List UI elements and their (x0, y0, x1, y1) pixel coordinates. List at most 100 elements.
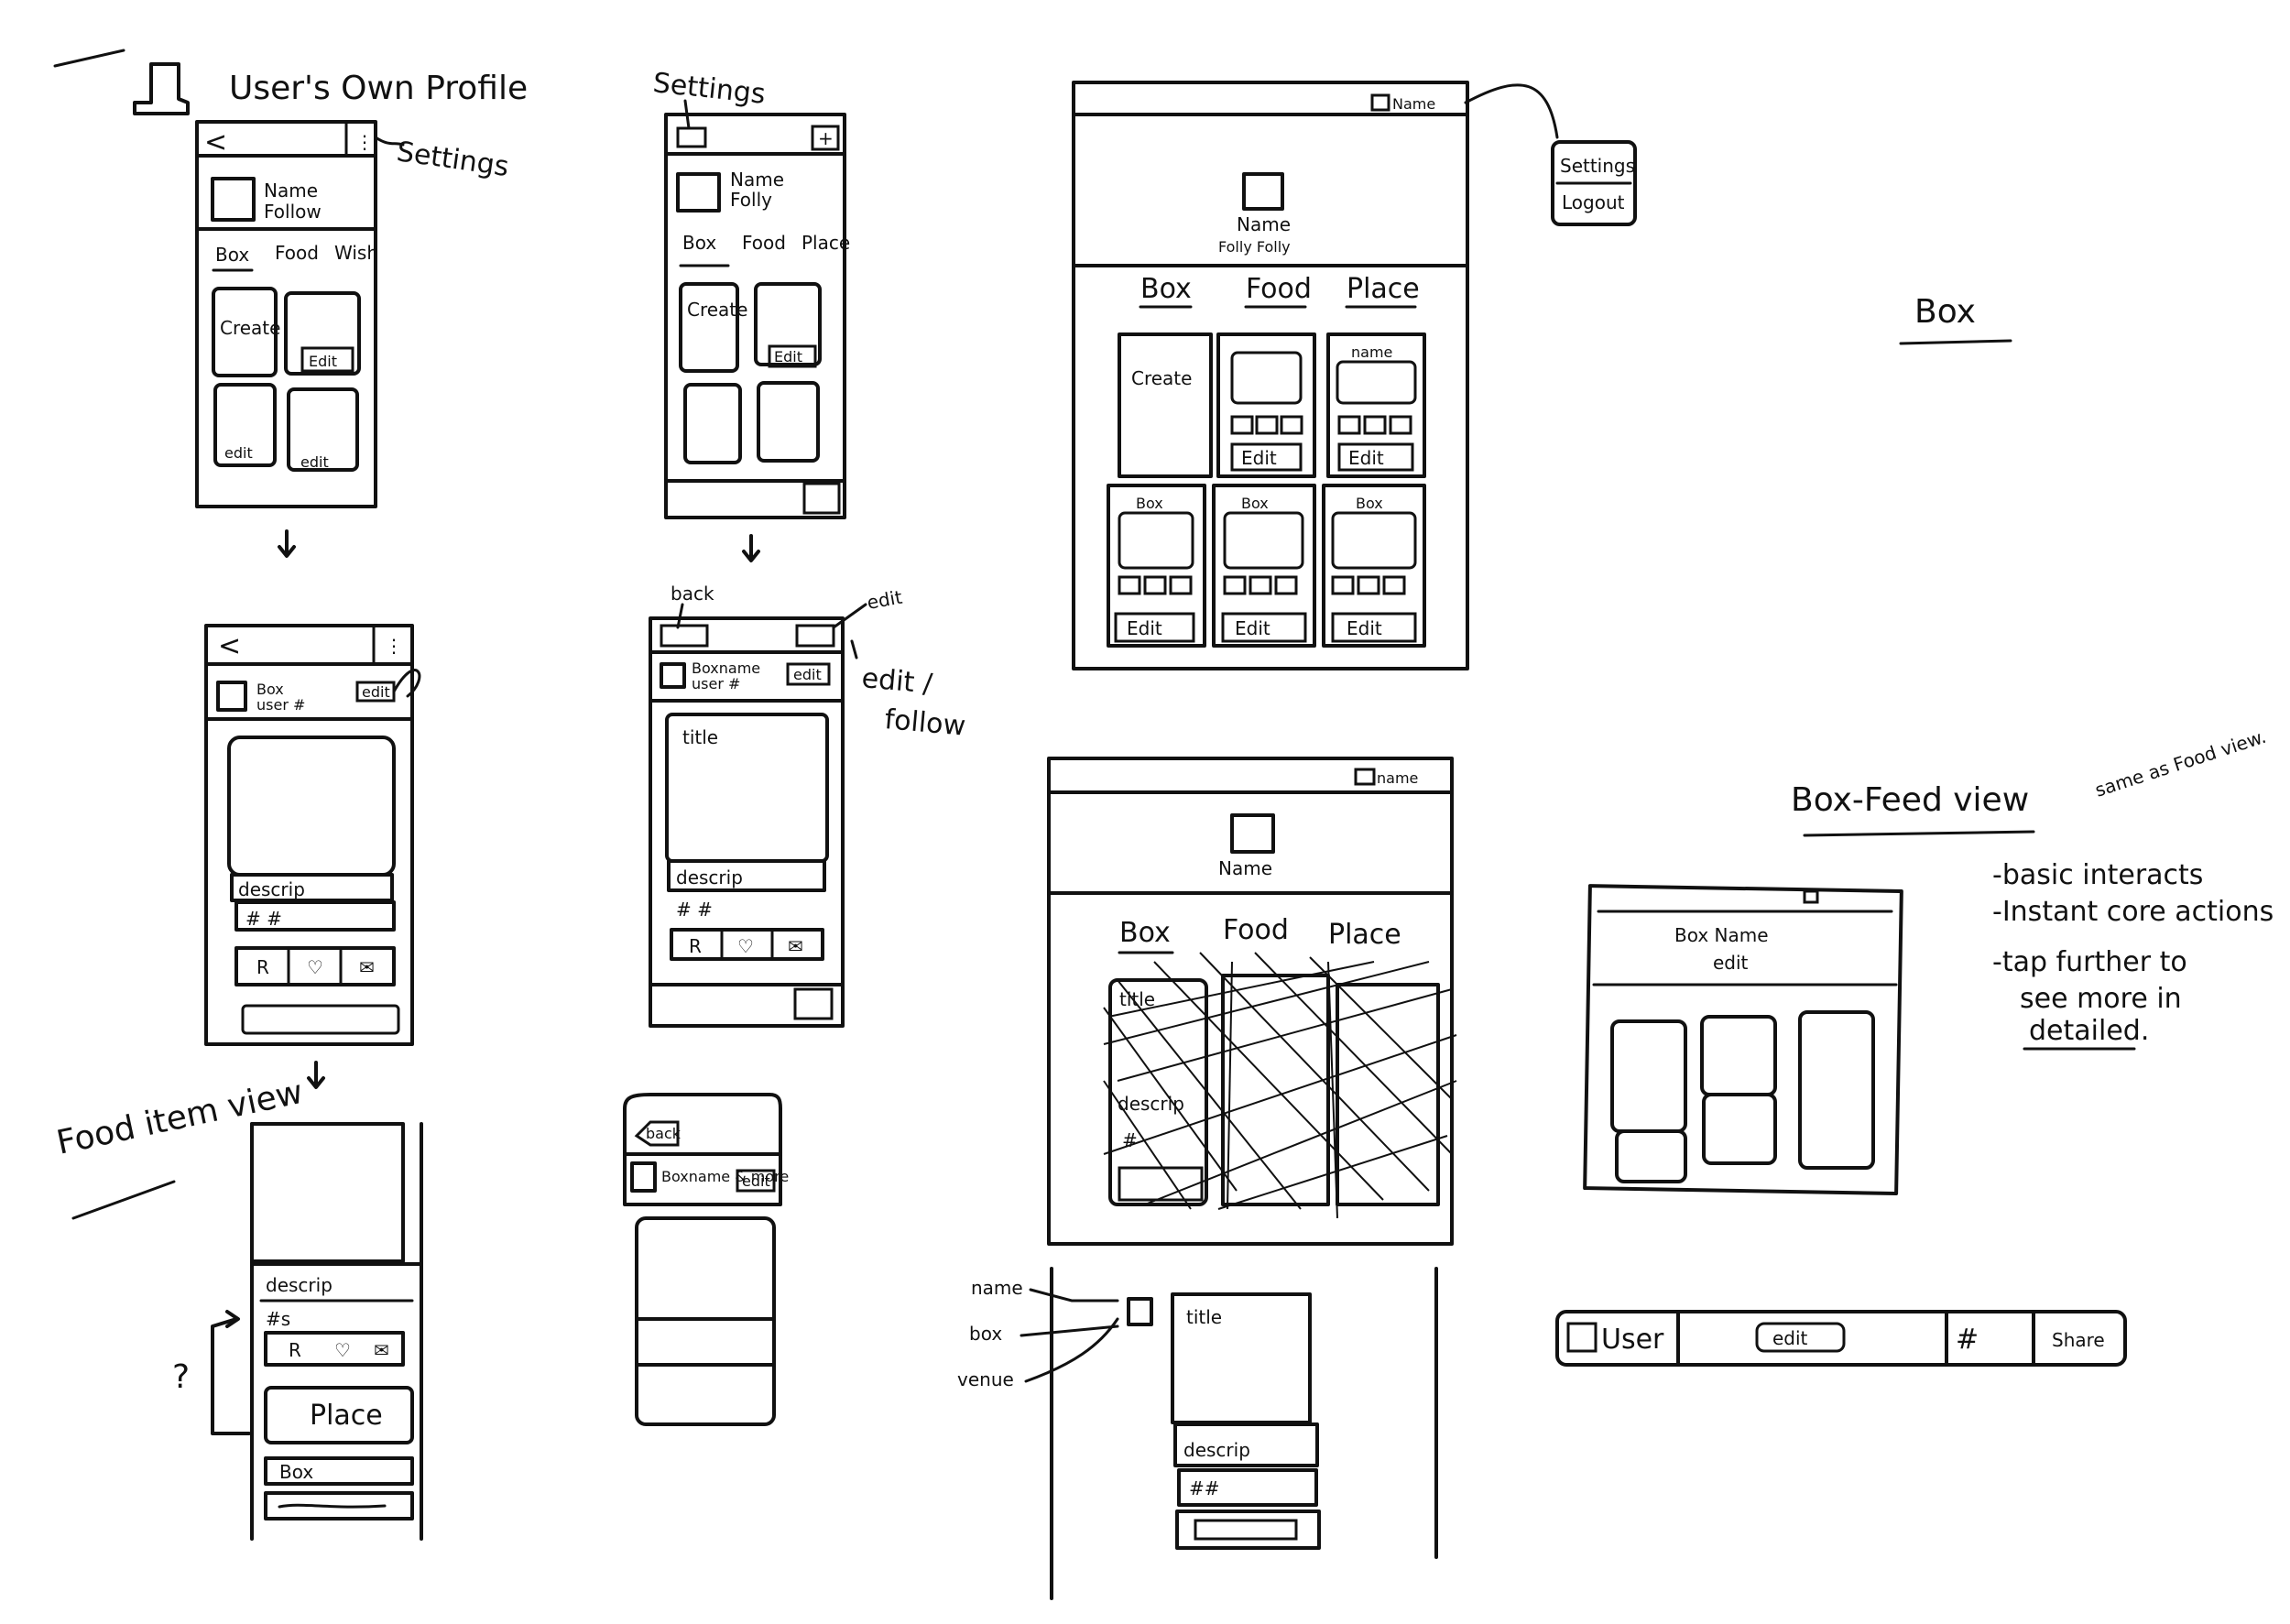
feed-card[interactable] (1610, 1019, 1687, 1133)
tab-food[interactable]: Food (1246, 273, 1312, 305)
back-icon[interactable]: < (218, 630, 241, 662)
reply-button[interactable]: R (256, 956, 269, 978)
box-card-name: Box (1241, 495, 1269, 512)
tab-box[interactable]: Box (215, 244, 249, 266)
thumb (1274, 575, 1298, 595)
popup-logout[interactable]: Logout (1562, 191, 1625, 213)
edit-label: Edit (774, 348, 802, 365)
box-card[interactable] (1212, 484, 1316, 648)
tab-box[interactable]: Box (1140, 273, 1192, 305)
feed-card[interactable] (1702, 1093, 1777, 1165)
more-button[interactable] (795, 624, 835, 648)
popup-settings[interactable]: Settings (1560, 155, 1635, 177)
box-edit[interactable]: edit (1713, 952, 1749, 974)
edit-button[interactable] (736, 1169, 776, 1193)
user-menu[interactable]: name (1377, 769, 1418, 787)
tab-food[interactable]: Food (742, 232, 786, 254)
feed-card[interactable] (1700, 1015, 1777, 1096)
feed-card[interactable] (1615, 1129, 1687, 1183)
descrip-label: descrip (266, 1274, 333, 1296)
note-tap-further-1: -tap further to (1992, 946, 2187, 978)
tab-box[interactable]: Box (1119, 917, 1171, 949)
stack-card[interactable] (635, 1216, 776, 1426)
small-mobile-screen: back Boxname & more edit (623, 1093, 789, 1426)
tags-label: ## (1189, 1477, 1220, 1499)
edit-button[interactable] (1221, 612, 1307, 643)
message-icon[interactable]: ✉ (359, 956, 375, 978)
box-card[interactable] (1107, 484, 1206, 648)
edit-button[interactable] (768, 344, 817, 368)
bottom-input[interactable] (241, 1004, 400, 1035)
feed-card[interactable] (1221, 974, 1330, 1206)
user-icon (1370, 93, 1390, 112)
tab-wish[interactable]: Wish (334, 242, 378, 264)
edit-button[interactable] (786, 662, 831, 686)
back-button[interactable] (634, 1120, 680, 1147)
box-card[interactable] (284, 291, 361, 376)
image-card[interactable] (227, 736, 396, 877)
like-icon[interactable]: ♡ (334, 1339, 351, 1361)
phone-frame (204, 624, 414, 1046)
toolbar-edit-label: edit (1772, 1327, 1808, 1349)
box-card[interactable] (683, 383, 742, 464)
tab-place[interactable]: Place (1328, 919, 1401, 951)
pointer-line (1029, 1288, 1119, 1302)
tab-place[interactable]: Place (802, 232, 850, 254)
tab-food[interactable]: Food (1223, 914, 1289, 946)
user-icon[interactable] (1566, 1322, 1598, 1353)
box-card[interactable] (287, 387, 359, 472)
feed-card[interactable] (1798, 1010, 1875, 1170)
edit-annotation: edit (866, 586, 904, 614)
input-field[interactable] (1194, 1519, 1298, 1541)
box-card[interactable] (1216, 332, 1316, 478)
box-card-name: Box (1136, 495, 1163, 512)
profile-tab-icon[interactable] (793, 987, 834, 1020)
toolbar-edit-button[interactable] (1755, 1322, 1846, 1353)
toolbar-hash[interactable]: # (1956, 1324, 1979, 1356)
reply-button[interactable]: R (689, 935, 702, 957)
profile-tab-icon[interactable] (802, 482, 841, 515)
edit-button[interactable] (1337, 442, 1414, 472)
place-card[interactable] (264, 1386, 414, 1444)
pointer-line (1020, 1324, 1119, 1337)
box-card[interactable] (757, 381, 820, 463)
create-card[interactable] (1118, 332, 1213, 478)
title-label: title (1186, 1306, 1222, 1328)
toolbar-user[interactable]: User (1601, 1324, 1664, 1356)
user-icon (1354, 768, 1376, 786)
box-row[interactable] (264, 1456, 414, 1486)
box-card[interactable] (1326, 332, 1426, 478)
box-card[interactable] (213, 383, 277, 467)
box-feed-view-title: Box-Feed view (1791, 781, 2029, 819)
settings-annotation: Settings (651, 67, 767, 111)
tab-food[interactable]: Food (275, 242, 319, 264)
back-label: back (646, 1125, 682, 1142)
like-icon[interactable]: ♡ (737, 935, 754, 957)
back-button[interactable] (660, 624, 709, 648)
box-card[interactable] (754, 282, 822, 366)
message-icon[interactable]: ✉ (374, 1339, 389, 1361)
like-icon[interactable]: ♡ (307, 956, 323, 978)
settings-icon[interactable] (676, 126, 707, 148)
box-image (1336, 360, 1417, 405)
edit-button[interactable] (1114, 612, 1195, 643)
create-card[interactable] (212, 287, 278, 377)
toolbar-share[interactable]: Share (2052, 1329, 2105, 1351)
edit-button[interactable] (1230, 442, 1303, 472)
edit-follow-annotation-1: edit / (860, 662, 934, 701)
add-icon[interactable] (811, 125, 840, 151)
tab-place[interactable]: Place (1347, 273, 1420, 305)
back-icon[interactable]: < (204, 126, 227, 158)
tab-box[interactable]: Box (682, 232, 716, 254)
tags-label: # # (245, 908, 282, 930)
message-icon[interactable]: ✉ (788, 935, 803, 957)
reply-button[interactable]: R (289, 1339, 301, 1361)
edit-button[interactable] (300, 346, 354, 373)
box-card[interactable] (1322, 484, 1426, 648)
extra-row[interactable] (264, 1491, 414, 1520)
create-card[interactable] (679, 282, 739, 373)
more-icon[interactable]: ⋮ (355, 131, 374, 153)
edit-button[interactable] (1331, 612, 1417, 643)
user-menu[interactable]: Name (1392, 95, 1435, 113)
more-icon[interactable]: ⋮ (385, 635, 403, 657)
